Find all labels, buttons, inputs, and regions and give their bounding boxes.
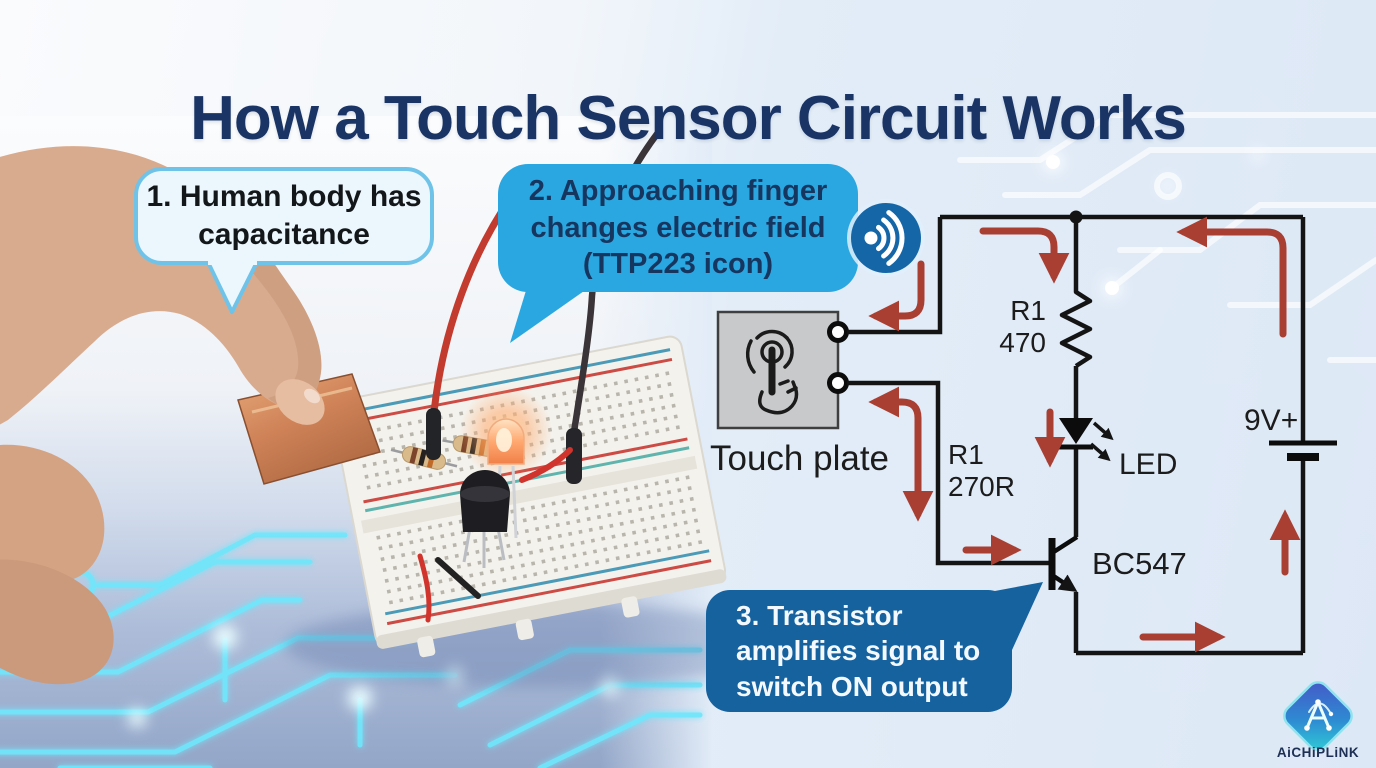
transistor-symbol [1048, 535, 1079, 592]
photo-scene [0, 116, 795, 768]
callout-step3-line1: 3. Transistor [736, 600, 903, 632]
background-circuit-traces-right [957, 112, 1376, 363]
circuit-schematic: R1 470 R1 270R LED BC547 9V+ Touch plate [710, 210, 1337, 656]
aichiplink-diamond-logo [1283, 681, 1353, 751]
red-jumper-connector [426, 408, 441, 460]
callout-step1-line2: capacitance [198, 218, 370, 251]
touch-plate-label: Touch plate [710, 439, 889, 478]
callout-step2-line1: 2. Approaching finger [528, 175, 828, 208]
touch-plate [716, 310, 840, 430]
callout1-bubble [134, 167, 434, 314]
callout-step2-line2: changes electric field [530, 211, 826, 244]
page-title: How a Touch Sensor Circuit Works [190, 83, 1187, 153]
small-red-wire [519, 447, 573, 483]
terminal-bottom [827, 372, 849, 394]
fingernail [304, 388, 320, 404]
lower-red-wire [417, 553, 432, 623]
base-resistor-name: R1 [948, 439, 984, 470]
background-glow-dots [1043, 148, 1265, 298]
touch-gesture-icon [745, 329, 799, 415]
led-symbol [1059, 418, 1114, 462]
battery-label: 9V+ [1244, 404, 1298, 437]
callout-step1: 1. Human body has capacitance [136, 169, 432, 263]
callout2-bubble [498, 164, 858, 343]
led-resistor-name: R1 [1010, 295, 1046, 326]
brand-name: AiCHiPLiNK [1276, 745, 1360, 760]
led-resistor-value: 470 [999, 327, 1046, 358]
callout-step2-line3: (TTP223 icon) [582, 248, 774, 281]
callout-step3-line2: amplifies signal to [736, 635, 981, 667]
base-resistor-value: 270R [948, 471, 1015, 502]
battery-symbol [1269, 440, 1337, 461]
folded-finger [0, 559, 114, 685]
callout-step1-line1: 1. Human body has [146, 180, 422, 214]
callout-step3: 3. Transistor amplifies signal to switch… [706, 590, 1012, 712]
terminal-top [827, 321, 849, 343]
callout-step2: 2. Approaching finger changes electric f… [498, 164, 858, 292]
lower-black-wire [435, 557, 481, 599]
transistor-label: BC547 [1092, 546, 1187, 581]
led-label: LED [1119, 448, 1177, 481]
resistor-symbol [1059, 217, 1093, 368]
transistor-photo [460, 470, 510, 568]
callout3-bubble [706, 582, 1043, 712]
signal-waves-icon [847, 199, 925, 277]
black-jumper-connector [566, 428, 582, 484]
callout-step3-line3: switch ON output [736, 670, 968, 702]
current-arrows [868, 216, 1301, 653]
thumb [0, 444, 105, 584]
